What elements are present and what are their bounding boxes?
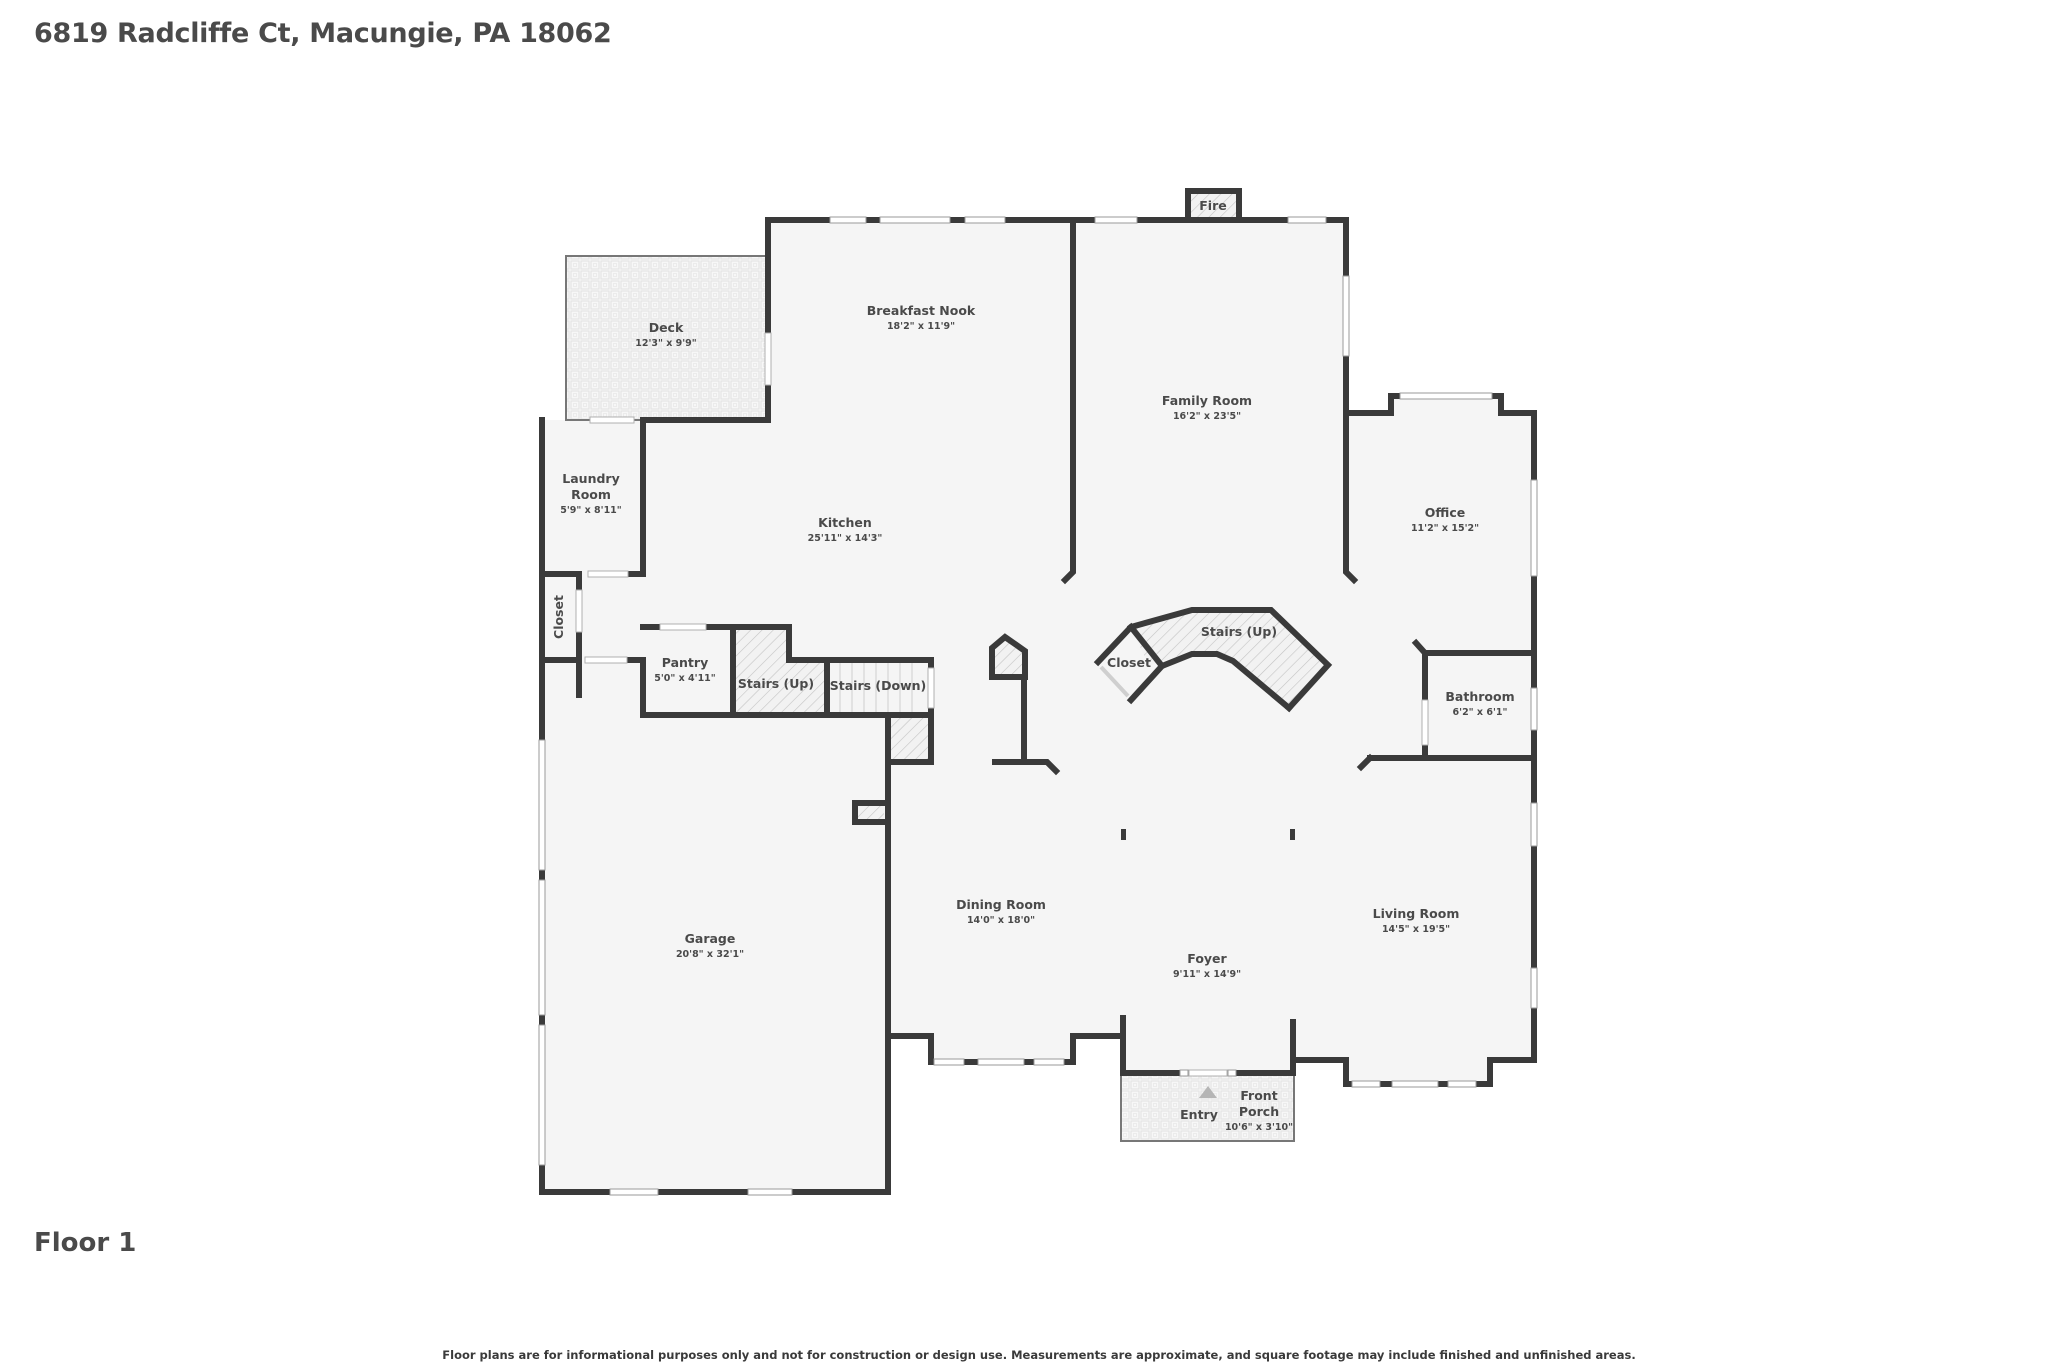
svg-text:18'2" x 11'9": 18'2" x 11'9" bbox=[887, 321, 955, 332]
svg-text:Closet: Closet bbox=[551, 595, 566, 639]
svg-text:Garage: Garage bbox=[685, 931, 736, 946]
svg-text:6'2" x 6'1": 6'2" x 6'1" bbox=[1453, 707, 1508, 718]
svg-text:Closet: Closet bbox=[1107, 655, 1151, 670]
svg-text:9'11" x 14'9": 9'11" x 14'9" bbox=[1173, 969, 1241, 980]
floor-fills bbox=[542, 220, 1534, 1192]
svg-text:11'2" x 15'2": 11'2" x 15'2" bbox=[1411, 523, 1479, 534]
svg-text:Living Room: Living Room bbox=[1373, 906, 1460, 921]
svg-text:Family Room: Family Room bbox=[1162, 393, 1252, 408]
svg-text:Stairs (Down): Stairs (Down) bbox=[830, 678, 927, 693]
svg-text:14'0" x 18'0": 14'0" x 18'0" bbox=[967, 915, 1035, 926]
svg-text:16'2" x 23'5": 16'2" x 23'5" bbox=[1173, 411, 1241, 422]
room-labels: Deck 12'3" x 9'9" Breakfast Nook 18'2" x… bbox=[551, 198, 1515, 1133]
svg-text:14'5" x 19'5": 14'5" x 19'5" bbox=[1382, 924, 1450, 935]
deck-area bbox=[565, 255, 769, 421]
svg-text:Laundry: Laundry bbox=[562, 471, 619, 486]
svg-text:Pantry: Pantry bbox=[662, 655, 708, 670]
svg-text:Room: Room bbox=[571, 487, 611, 502]
foyer-post bbox=[1121, 829, 1126, 840]
svg-text:Stairs (Up): Stairs (Up) bbox=[738, 676, 814, 691]
svg-text:20'8" x 32'1": 20'8" x 32'1" bbox=[676, 949, 744, 960]
entry-arrow-icon bbox=[1199, 1086, 1217, 1098]
svg-text:25'11" x 14'3": 25'11" x 14'3" bbox=[808, 533, 883, 544]
svg-text:Deck: Deck bbox=[649, 320, 684, 335]
svg-text:Breakfast Nook: Breakfast Nook bbox=[867, 303, 976, 318]
svg-text:Stairs (Up): Stairs (Up) bbox=[1201, 624, 1277, 639]
stairs-down-treads bbox=[839, 662, 913, 713]
svg-text:Dining Room: Dining Room bbox=[956, 897, 1046, 912]
property-address: 6819 Radcliffe Ct, Macungie, PA 18062 bbox=[34, 18, 612, 49]
svg-text:Office: Office bbox=[1425, 505, 1465, 520]
svg-text:Foyer: Foyer bbox=[1187, 951, 1227, 966]
floor-label: Floor 1 bbox=[34, 1228, 137, 1258]
svg-text:Fire: Fire bbox=[1199, 198, 1226, 213]
windows bbox=[538, 216, 1538, 1196]
disclaimer-text: Floor plans are for informational purpos… bbox=[442, 1348, 1636, 1362]
svg-text:Front: Front bbox=[1240, 1088, 1277, 1103]
svg-text:5'9" x 8'11": 5'9" x 8'11" bbox=[560, 505, 622, 516]
front-porch-area bbox=[1120, 1072, 1295, 1142]
svg-text:Bathroom: Bathroom bbox=[1445, 689, 1514, 704]
svg-text:12'3" x 9'9": 12'3" x 9'9" bbox=[635, 338, 697, 349]
svg-text:Porch: Porch bbox=[1239, 1104, 1279, 1119]
svg-text:Entry: Entry bbox=[1180, 1107, 1218, 1122]
svg-text:5'0" x 4'11": 5'0" x 4'11" bbox=[654, 673, 716, 684]
svg-text:Kitchen: Kitchen bbox=[818, 515, 872, 530]
foyer-post bbox=[1290, 829, 1295, 840]
svg-text:10'6" x 3'10": 10'6" x 3'10" bbox=[1225, 1122, 1293, 1133]
door-openings bbox=[575, 332, 1429, 1077]
